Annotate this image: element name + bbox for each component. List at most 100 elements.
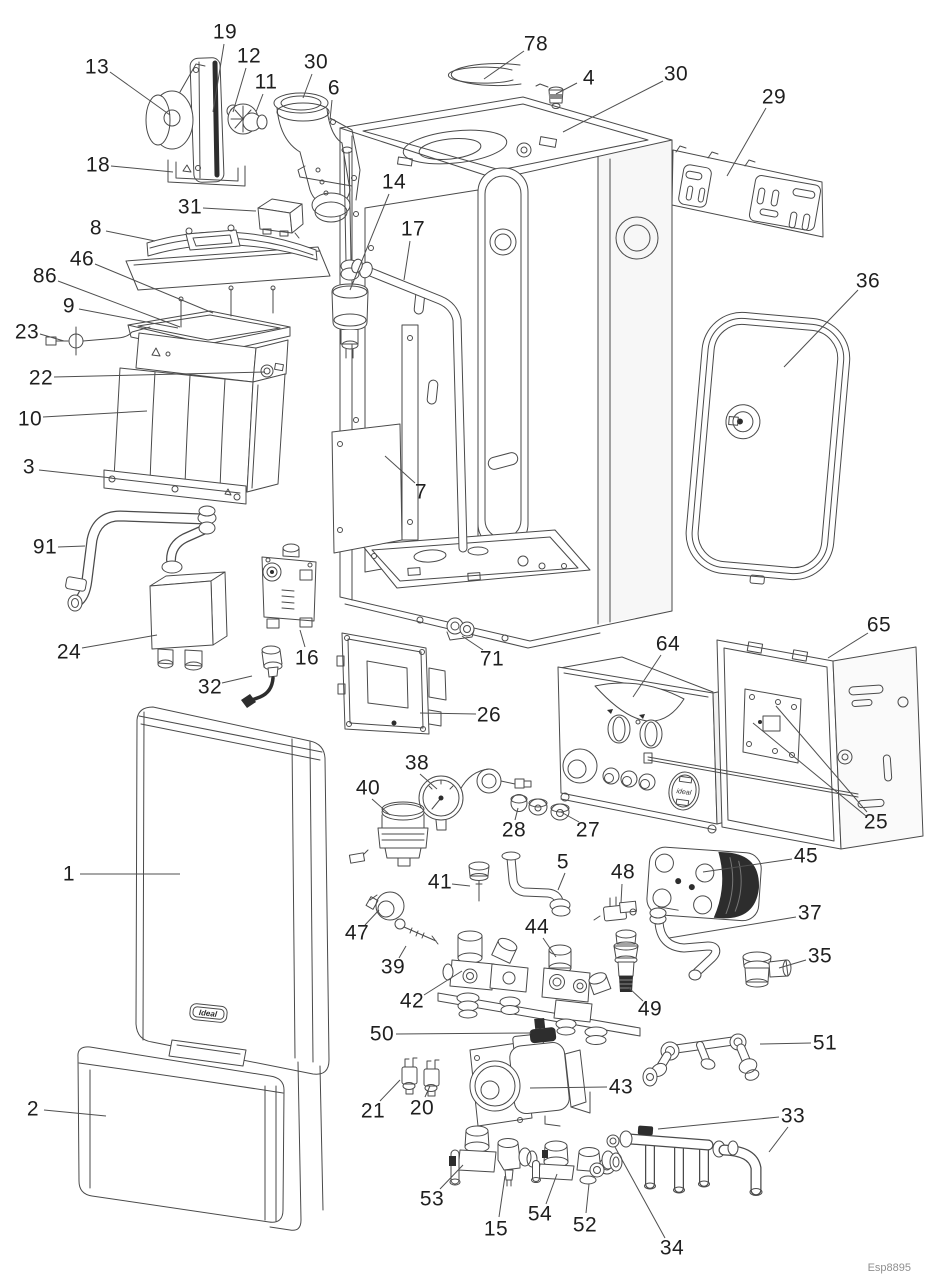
leader-line-22 <box>53 371 266 378</box>
part-39-screw <box>394 918 439 945</box>
part-callout-51: 51 <box>812 1031 838 1055</box>
part-28-grommets <box>510 794 548 816</box>
part-callout-46: 46 <box>69 247 95 271</box>
leader-line-50 <box>395 1032 532 1035</box>
part-32-ignition-lead <box>241 645 283 708</box>
part-callout-27: 27 <box>575 818 601 842</box>
part-callout-33: 33 <box>780 1104 806 1128</box>
part-callout-52: 52 <box>572 1213 598 1237</box>
leader-line-12 <box>232 67 247 113</box>
part-36-expansion-vessel <box>685 311 851 585</box>
part-callout-16: 16 <box>294 646 320 670</box>
part-9-insulation-sump <box>127 285 291 355</box>
leader-line-16 <box>299 629 306 648</box>
leader-line-9 <box>78 308 179 329</box>
part-30-flue-adapter <box>273 92 351 223</box>
leader-line-18 <box>110 165 174 173</box>
leader-line-91 <box>57 545 86 548</box>
leader-line-34 <box>614 1146 666 1239</box>
part-callout-2: 2 <box>26 1097 40 1121</box>
leader-line-38 <box>419 773 438 790</box>
leader-line-41 <box>451 883 471 887</box>
part-callout-38: 38 <box>404 751 430 775</box>
part-callout-10: 10 <box>17 407 43 431</box>
leader-line-65 <box>827 632 869 659</box>
part-callout-71: 71 <box>479 647 505 671</box>
leader-line-64 <box>632 654 662 698</box>
part-callout-44: 44 <box>524 915 550 939</box>
part-41-plug <box>468 861 490 902</box>
leader-line-30 <box>302 73 313 99</box>
leader-line-29 <box>726 107 767 177</box>
leader-line-3 <box>38 469 113 479</box>
part-callout-50: 50 <box>369 1022 395 1046</box>
part-callout-30: 30 <box>663 62 689 86</box>
part-3-retaining-bracket <box>103 469 247 505</box>
part-17-pipe <box>351 258 468 553</box>
part-15-valve <box>497 1138 538 1187</box>
part-callout-19: 19 <box>212 20 238 44</box>
part-callout-28: 28 <box>501 818 527 842</box>
part-31-spark-generator <box>257 198 304 239</box>
leader-line-2 <box>43 1109 107 1117</box>
leader-line-17 <box>403 240 411 281</box>
leader-line-48 <box>620 883 623 904</box>
part-44-manifold-right <box>541 944 612 1045</box>
leader-line-8 <box>105 230 156 242</box>
part-callout-40: 40 <box>355 776 381 800</box>
part-callout-49: 49 <box>637 997 663 1021</box>
part-35-bypass-valve <box>742 951 792 988</box>
part-48-sensor-clip <box>593 896 637 922</box>
leader-line-31 <box>202 207 257 212</box>
leader-line-27 <box>560 811 580 823</box>
leader-line-40 <box>371 798 391 816</box>
leader-line-52 <box>585 1183 590 1214</box>
part-callout-47: 47 <box>344 921 370 945</box>
leader-line-25 <box>752 722 867 817</box>
part-callout-78: 78 <box>523 32 549 56</box>
part-42-manifold-left <box>437 930 641 1037</box>
part-7-casing-chassis <box>331 96 673 649</box>
leader-line-35 <box>778 959 807 969</box>
part-callout-65: 65 <box>866 613 892 637</box>
leader-line-32 <box>221 675 253 684</box>
part-callout-36: 36 <box>855 269 881 293</box>
leader-line-7 <box>384 455 416 484</box>
leader-line-25 <box>775 705 868 813</box>
leader-line-13 <box>109 71 171 116</box>
part-51-pipe-assembly <box>642 1033 760 1087</box>
leader-line-28 <box>514 807 519 821</box>
part-25-mounting-plate <box>742 688 802 764</box>
part-callout-14: 14 <box>381 170 407 194</box>
part-callout-32: 32 <box>197 675 223 699</box>
leader-line-10 <box>42 410 148 418</box>
part-50-pump-vent <box>529 1017 557 1044</box>
part-33-pipes <box>619 1125 763 1196</box>
leader-line-5 <box>557 872 566 891</box>
part-13-fan-assembly <box>145 57 268 187</box>
part-callout-8: 8 <box>89 216 103 240</box>
part-callout-39: 39 <box>380 955 406 979</box>
leader-line-33 <box>657 1116 780 1130</box>
part-callout-4: 4 <box>582 66 596 90</box>
leader-line-15 <box>498 1175 506 1218</box>
leader-line-53 <box>439 1164 464 1190</box>
part-54-valve <box>531 1140 575 1183</box>
part-78-retaining-clip <box>447 63 522 87</box>
leader-line-37 <box>668 916 797 939</box>
leader-line-36 <box>783 289 859 368</box>
part-callout-34: 34 <box>659 1236 685 1260</box>
part-callout-18: 18 <box>85 153 111 177</box>
part-40-auto-air-vent <box>348 801 429 867</box>
leader-line-42 <box>423 970 463 996</box>
leader-line-33 <box>768 1126 789 1153</box>
front-panel-logo: Ideal <box>198 1008 218 1019</box>
leader-line-19 <box>212 43 225 113</box>
part-callout-11: 11 <box>254 70 278 94</box>
part-callout-7: 7 <box>414 480 428 504</box>
part-22-sight-glass <box>260 364 274 378</box>
part-21-sensor <box>401 1057 418 1095</box>
leader-lines <box>38 43 869 1239</box>
leader-line-4 <box>555 82 578 95</box>
